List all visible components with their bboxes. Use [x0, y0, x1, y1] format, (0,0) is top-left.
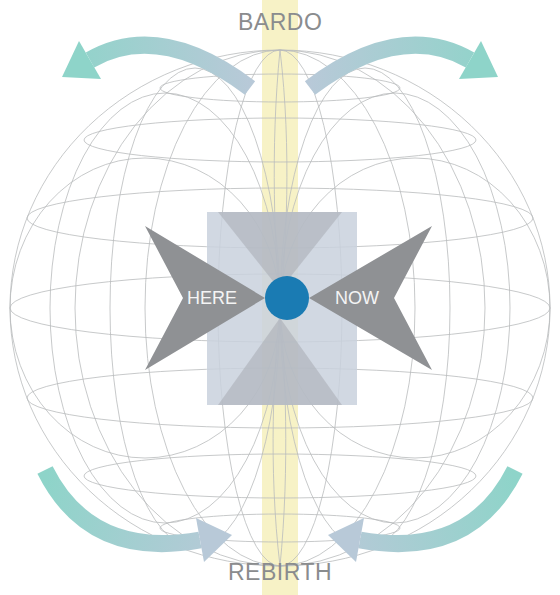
- cycle-label: BARDO: [238, 9, 322, 36]
- node-text: NOW: [335, 288, 379, 309]
- arrow-fill: [145, 226, 265, 370]
- arrow-shape: NOW: [309, 226, 432, 370]
- arrow-shape: HERE: [145, 226, 265, 370]
- node-text: HERE: [187, 288, 237, 309]
- wireframe-sphere: [10, 50, 550, 566]
- center-dot: [265, 276, 309, 320]
- arrow-fill: [309, 226, 432, 370]
- cycle-label: REBIRTH: [228, 559, 332, 586]
- cycle-arrows: [45, 41, 515, 562]
- cross-arm: [218, 318, 342, 405]
